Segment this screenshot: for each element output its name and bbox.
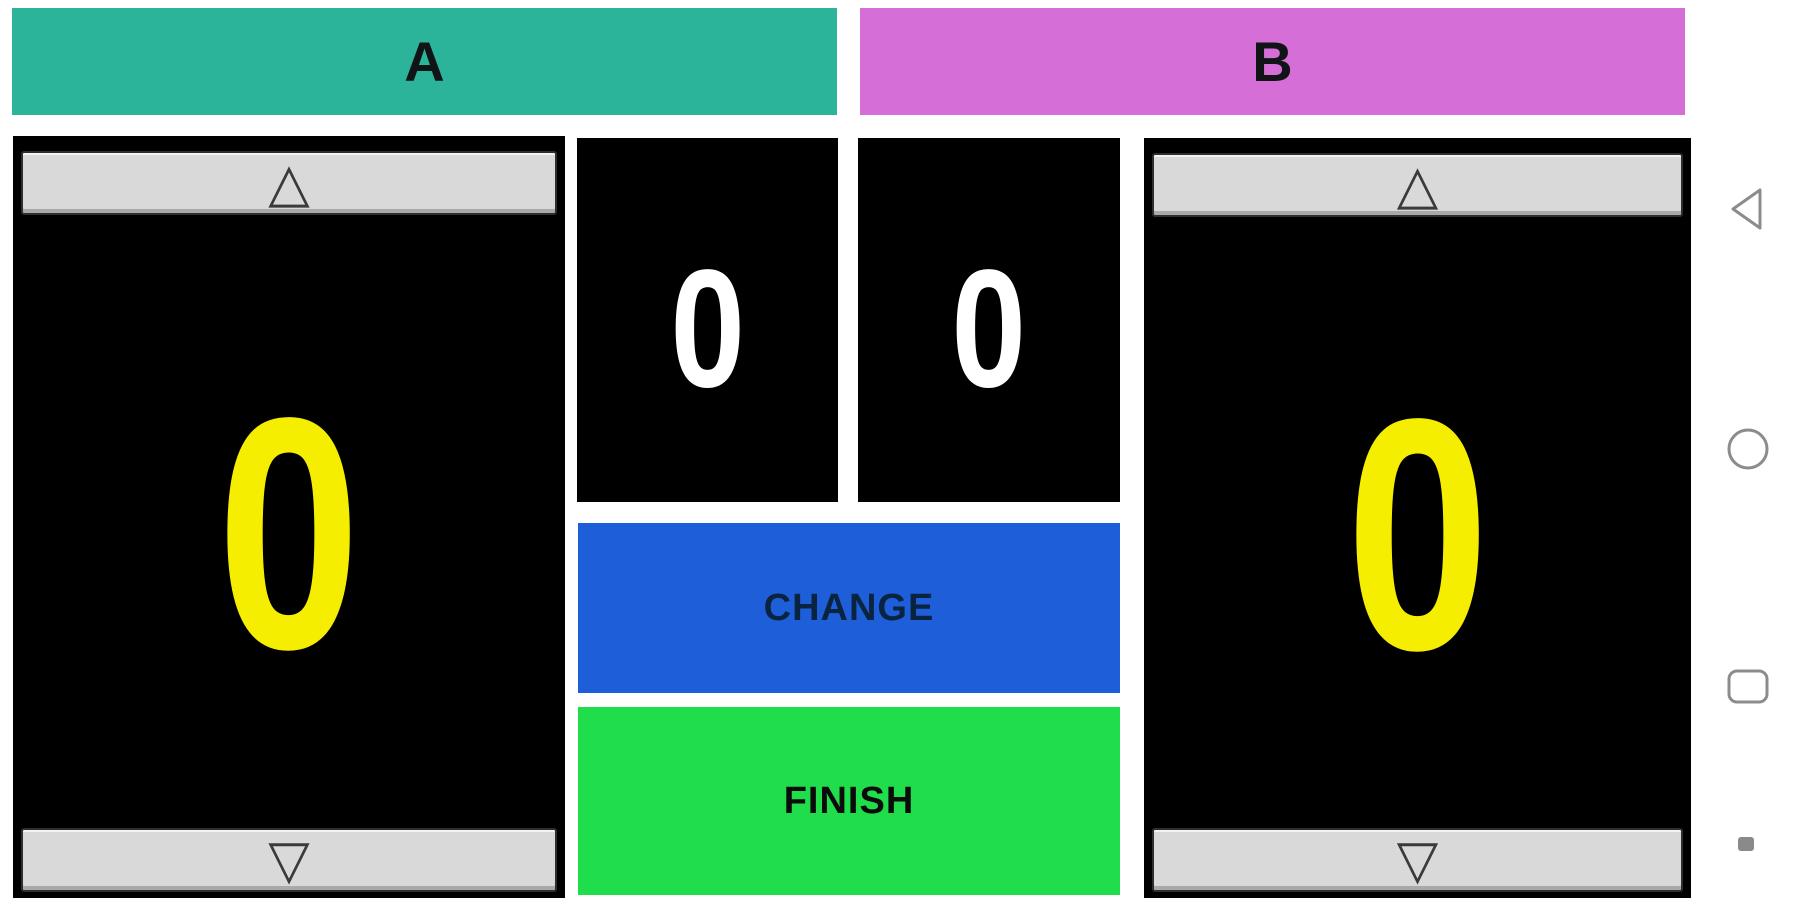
nav-notification-dot — [1738, 837, 1754, 851]
team-b-decrement-button[interactable]: ▽ — [1152, 828, 1683, 892]
team-b-header: B — [860, 8, 1685, 115]
team-b-label: B — [1252, 30, 1293, 93]
up-triangle-icon: △ — [1396, 155, 1439, 215]
team-a-score: 0 — [217, 348, 361, 718]
team-a-increment-button[interactable]: △ — [21, 151, 557, 215]
android-home-icon[interactable] — [1726, 427, 1770, 471]
change-button-label: CHANGE — [763, 586, 935, 629]
team-b-score: 0 — [1345, 349, 1490, 719]
team-a-header: A — [12, 8, 837, 115]
team-a-set-score: 0 — [670, 234, 745, 423]
team-a-decrement-button[interactable]: ▽ — [21, 828, 557, 892]
team-b-increment-button[interactable]: △ — [1152, 153, 1683, 217]
change-button[interactable]: CHANGE — [578, 523, 1120, 693]
team-a-score-panel: △ 0 ▽ — [13, 136, 565, 898]
team-b-score-panel: △ 0 ▽ — [1144, 138, 1691, 898]
down-triangle-icon: ▽ — [1396, 830, 1439, 890]
team-b-set-score: 0 — [951, 234, 1027, 423]
finish-button[interactable]: FINISH — [578, 707, 1120, 895]
team-a-label: A — [404, 30, 445, 93]
up-triangle-icon: △ — [268, 153, 310, 213]
finish-button-label: FINISH — [783, 779, 915, 822]
team-b-set-panel: 0 — [858, 138, 1120, 502]
android-recents-icon[interactable] — [1726, 668, 1770, 706]
android-back-icon[interactable] — [1726, 185, 1770, 233]
down-triangle-icon: ▽ — [268, 830, 310, 890]
team-a-set-panel: 0 — [577, 138, 838, 502]
